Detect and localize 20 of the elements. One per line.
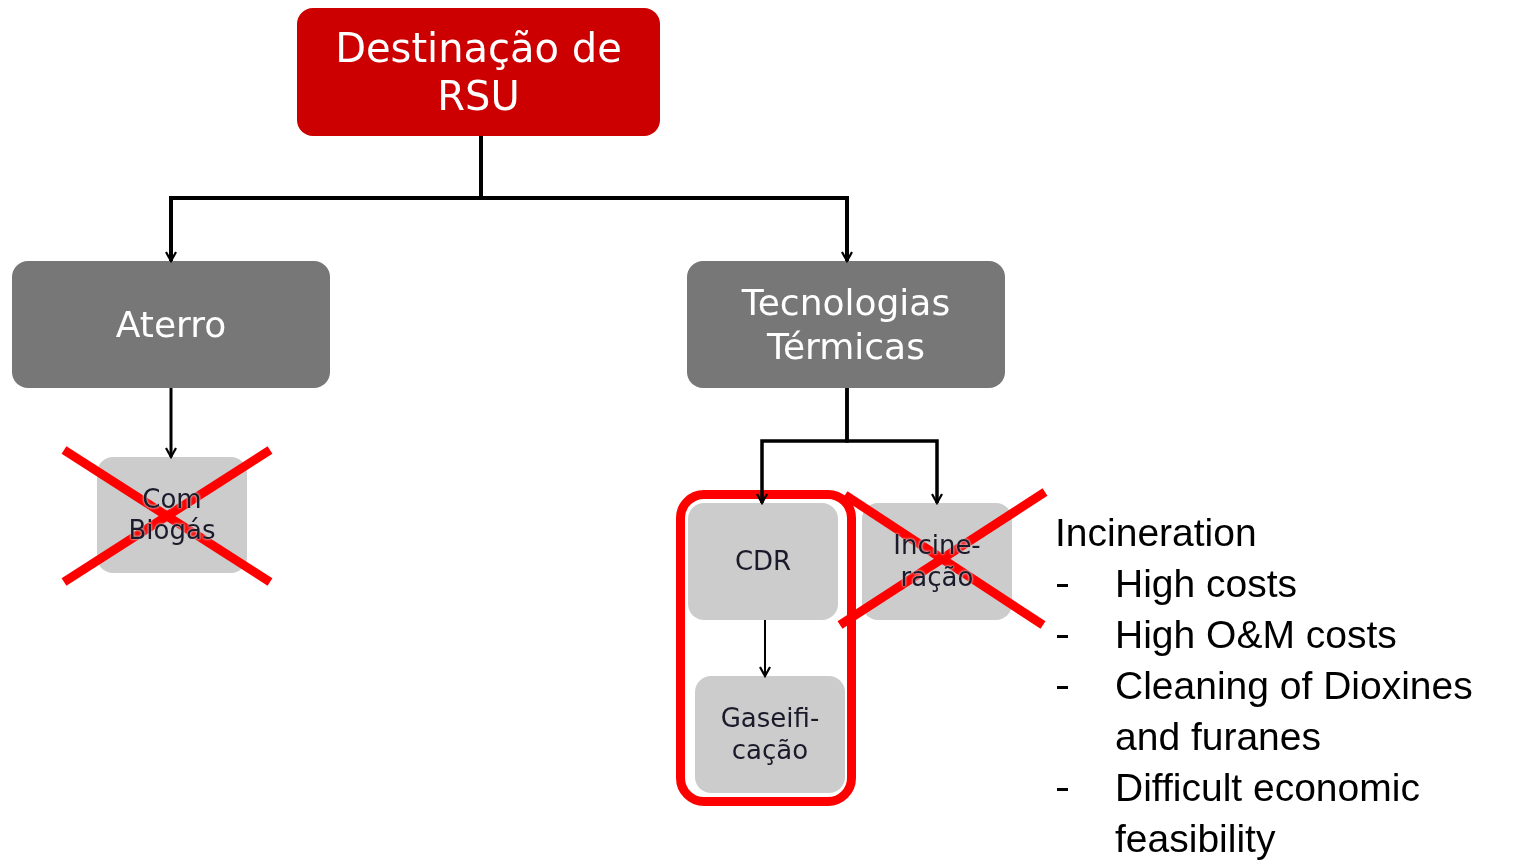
bullet-text: Cleaning of Dioxines and furanes bbox=[1115, 664, 1473, 758]
node-label: Tecnologias Térmicas bbox=[740, 281, 952, 368]
connector-arrow bbox=[845, 388, 944, 505]
connector-arrow bbox=[479, 136, 854, 263]
note-heading: Incineration bbox=[1055, 510, 1258, 556]
connector-arrow bbox=[758, 619, 772, 678]
node-label: Destinação de RSU bbox=[334, 24, 623, 120]
node-label: Aterro bbox=[115, 302, 227, 347]
node-label: Gaseifi- cação bbox=[719, 703, 821, 766]
category-box bbox=[687, 261, 1005, 388]
connector-arrow bbox=[164, 388, 178, 459]
option-box bbox=[695, 676, 845, 793]
node-label: CDR bbox=[734, 545, 792, 578]
bullet-text: High costs bbox=[1115, 562, 1298, 605]
root-box bbox=[297, 8, 660, 136]
category-box bbox=[12, 261, 330, 388]
highlight-frame bbox=[676, 490, 856, 806]
bullet-text: High O&M costs bbox=[1115, 613, 1397, 656]
option-box bbox=[688, 503, 838, 620]
bullet-text: Difficult economic feasibility bbox=[1115, 766, 1420, 860]
